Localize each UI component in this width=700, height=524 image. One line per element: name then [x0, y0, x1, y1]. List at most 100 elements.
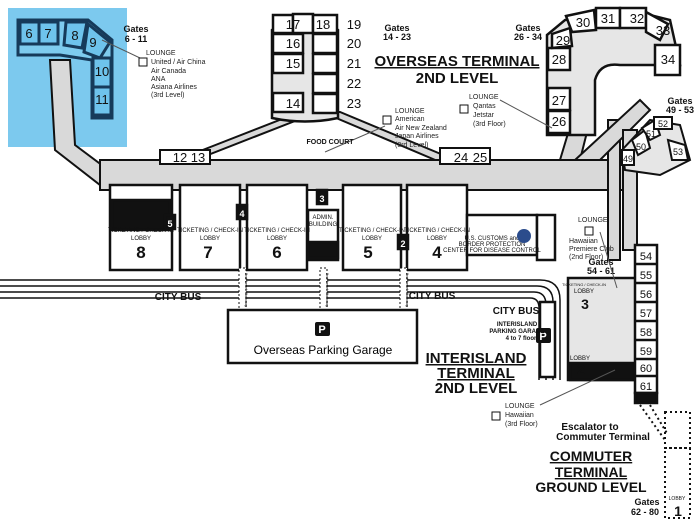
- lounge-icon: [382, 115, 392, 125]
- gate-28[interactable]: 28: [552, 52, 566, 67]
- lobby-5[interactable]: TICKETING / CHECK-IN LOBBY 5: [339, 228, 405, 262]
- lobby-word: LOBBY: [570, 356, 590, 362]
- lobby-number: 4: [432, 243, 442, 262]
- gates-6-11-range: 6 - 11: [125, 34, 148, 44]
- stairs-2: 2: [400, 239, 405, 249]
- gates-6-11-building: [16, 18, 114, 120]
- gate-24[interactable]: 24: [454, 150, 468, 165]
- stairs-5: 5: [167, 219, 172, 229]
- gate-15[interactable]: 15: [286, 56, 300, 71]
- lounge-heading: LOUNGE: [395, 108, 425, 115]
- gate-11[interactable]: 11: [95, 92, 109, 107]
- gate-55[interactable]: 55: [640, 270, 652, 282]
- parking-icon: [315, 322, 330, 336]
- gate-33[interactable]: 33: [656, 23, 670, 38]
- gate-8[interactable]: 8: [71, 28, 78, 43]
- lounge-airline: American: [395, 116, 425, 123]
- gate-30[interactable]: 30: [576, 15, 590, 30]
- interisland-terminal-title-2: TERMINAL: [437, 365, 515, 382]
- gate-52[interactable]: 52: [658, 119, 668, 129]
- walkway-label: 2nd Level Walkway: [405, 273, 410, 307]
- lobby-number: 6: [272, 243, 281, 262]
- gate-9[interactable]: 9: [89, 35, 96, 50]
- lobby-number: 5: [363, 243, 372, 262]
- gate-20[interactable]: 20: [347, 36, 361, 51]
- gates-54-61-label: Gates: [588, 257, 613, 267]
- lounge-airline: Asiana Airlines: [151, 84, 197, 91]
- lounge-floor: (3rd Floor): [505, 421, 538, 428]
- gate-6[interactable]: 6: [25, 26, 32, 41]
- walkway-label: 2nd Level Walkway: [244, 273, 249, 307]
- lobby-8[interactable]: TICKETING / CHECK-IN LOBBY 8: [108, 228, 174, 262]
- gate-17[interactable]: 17: [286, 17, 300, 32]
- gate-13[interactable]: 13: [191, 150, 205, 165]
- lobby-number: 3: [581, 296, 589, 312]
- stairs-4: 4: [239, 209, 244, 219]
- gate-31[interactable]: 31: [601, 11, 615, 26]
- gate-50[interactable]: 50: [636, 142, 646, 152]
- gate-16[interactable]: 16: [286, 36, 300, 51]
- gate-19[interactable]: 19: [347, 17, 361, 32]
- lobby-1[interactable]: LOBBY 1: [669, 496, 686, 519]
- interisland-garage-label: INTERISLAND: [497, 322, 538, 328]
- ticketing-label: TICKETING / CHECK-IN: [562, 282, 606, 287]
- gate-54[interactable]: 54: [640, 251, 652, 263]
- gate-12[interactable]: 12: [173, 150, 187, 165]
- lobby-4[interactable]: TICKETING / CHECK-IN LOBBY 4: [404, 228, 470, 262]
- gate-56[interactable]: 56: [640, 289, 652, 301]
- lounge-heading: LOUNGE: [505, 403, 535, 410]
- lobby-buildings: [108, 183, 557, 272]
- gate-59[interactable]: 59: [640, 346, 652, 358]
- gate-32[interactable]: 32: [630, 11, 644, 26]
- lobby-number: 2: [577, 361, 585, 377]
- gate-60[interactable]: 60: [640, 363, 652, 375]
- gate-7[interactable]: 7: [44, 26, 51, 41]
- lobby-7[interactable]: TICKETING / CHECK-IN LOBBY 7: [177, 228, 243, 262]
- city-bus-label: CITY BUS: [493, 306, 540, 317]
- gate-57[interactable]: 57: [640, 308, 652, 320]
- gate-23[interactable]: 23: [347, 96, 361, 111]
- lobby-word: LOBBY: [200, 236, 220, 242]
- lounge-floor: (3rd Floor): [473, 121, 506, 128]
- overseas-parking-garage[interactable]: [226, 308, 419, 365]
- lounge-heading: LOUNGE: [146, 50, 176, 57]
- gate-34[interactable]: 34: [661, 52, 675, 67]
- lounge-icon: [459, 104, 469, 114]
- customs-label: U.S. CUSTOMS and: [465, 236, 520, 242]
- admin-building-label: ADMIN.: [313, 215, 334, 221]
- gates-26-34-label: Gates: [515, 23, 540, 33]
- walkway-label: 2nd Level Walkway: [325, 273, 330, 307]
- gate-14[interactable]: 14: [286, 96, 300, 111]
- gate-27[interactable]: 27: [552, 93, 566, 108]
- escalator-label: Commuter Terminal: [556, 432, 650, 443]
- walkways: [238, 267, 408, 314]
- gate-21[interactable]: 21: [347, 56, 361, 71]
- ticketing-label: TICKETING / CHECK-IN: [244, 228, 310, 234]
- interisland-building: [538, 243, 659, 405]
- gates-14-23-label: Gates: [384, 23, 409, 33]
- gate-61[interactable]: 61: [640, 381, 652, 393]
- gate-58[interactable]: 58: [640, 327, 652, 339]
- gate-53[interactable]: 53: [673, 147, 683, 157]
- lounge-airline: Qantas: [473, 103, 496, 110]
- lobby-3[interactable]: TICKETING / CHECK-IN LOBBY 3: [562, 282, 606, 312]
- gate-29[interactable]: 29: [556, 33, 570, 48]
- gates-6-11-label: Gates: [123, 24, 148, 34]
- gates-26-34-building: [545, 6, 682, 137]
- lounge-icon: [491, 411, 501, 421]
- lobby-6[interactable]: TICKETING / CHECK-IN LOBBY 6: [244, 228, 310, 262]
- lounge-icon: [584, 226, 594, 236]
- gate-25[interactable]: 25: [473, 150, 487, 165]
- gate-49[interactable]: 49: [623, 154, 633, 164]
- dhs-seal-icon: [517, 229, 531, 243]
- gate-22[interactable]: 22: [347, 76, 361, 91]
- admin-building-label: BUILDING: [309, 222, 338, 228]
- gate-51[interactable]: 51: [646, 129, 656, 139]
- parking-icon-letter: P: [539, 331, 546, 343]
- lobby-2[interactable]: LOBBY 2: [570, 356, 590, 377]
- gate-18[interactable]: 18: [316, 17, 330, 32]
- gate-10[interactable]: 10: [95, 64, 109, 79]
- lounge-heading: LOUNGE: [469, 94, 499, 101]
- gate-26[interactable]: 26: [552, 114, 566, 129]
